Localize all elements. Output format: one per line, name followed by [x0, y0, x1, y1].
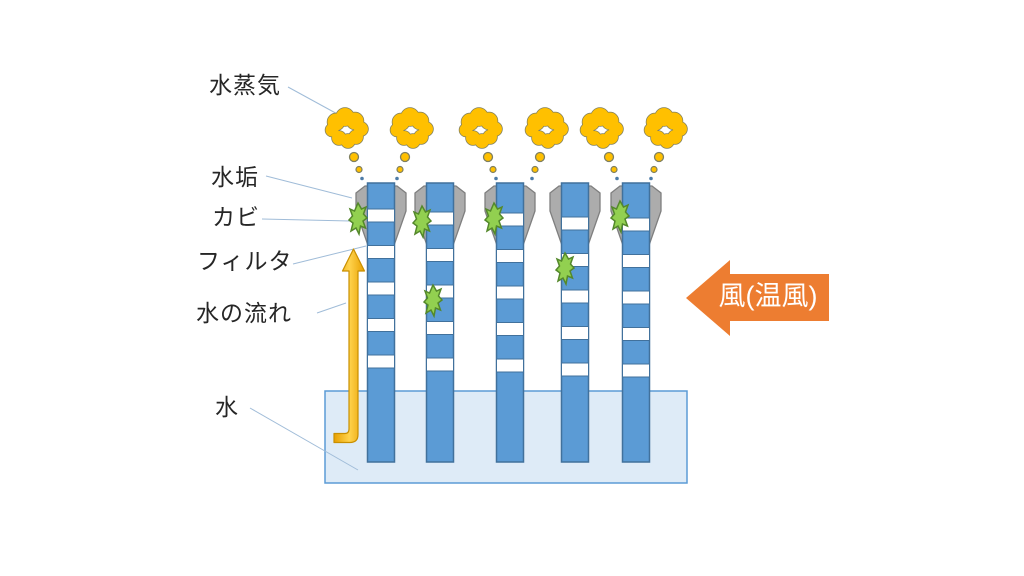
filter-stripe [496, 322, 524, 336]
steam-dot-tiny [530, 176, 534, 181]
mold-star [609, 199, 631, 235]
label-scale: 水垢 [211, 164, 259, 190]
steam-dot-tiny [615, 176, 619, 181]
filter-stripe [367, 318, 395, 332]
label-mold: カビ [212, 204, 260, 230]
wind-arrow [686, 260, 829, 336]
cloud-lobe-fill [325, 123, 339, 137]
leader-line [265, 175, 353, 199]
filter-stripe [561, 216, 589, 231]
mold-star [422, 283, 444, 319]
filter-stripe [561, 289, 589, 304]
filter-stripe [561, 362, 589, 377]
mold-star [347, 201, 369, 237]
leader-line [249, 407, 359, 471]
filter-stripe [367, 354, 395, 369]
filter-stripe [496, 249, 524, 263]
cloud-lobe-fill [525, 123, 539, 137]
mold-star [554, 251, 576, 287]
filter-stripe [367, 208, 395, 223]
label-water-flow: 水の流れ [196, 300, 292, 326]
filter-stripe [496, 285, 524, 300]
mold-star [411, 204, 433, 240]
steam-dot-tiny [649, 176, 653, 181]
filter-stripe [561, 326, 589, 340]
filter-stripe [622, 327, 650, 341]
filter-stripe [426, 248, 454, 262]
filter-stripe [426, 211, 454, 226]
steam-cloud [643, 107, 688, 181]
leader-line [261, 218, 351, 222]
mold-star [483, 201, 505, 237]
leader-line [316, 302, 347, 314]
steam-dot-small [531, 165, 539, 174]
steam-dot-large [603, 151, 615, 163]
cloud-lobe-fill [459, 123, 473, 137]
steam-dot-large [482, 151, 494, 163]
cloud-lobe-fill [580, 123, 594, 137]
label-filter: フィルタ [197, 248, 293, 274]
steam-dot-small [355, 165, 363, 174]
filter-stripe [426, 357, 454, 372]
steam-cloud [579, 107, 624, 181]
steam-dot-large [653, 151, 665, 163]
filter-stripe [622, 363, 650, 378]
steam-dot-small [489, 165, 497, 174]
label-water-vapor: 水蒸気 [209, 72, 281, 98]
steam-dot-tiny [494, 176, 498, 181]
steam-dot-large [348, 151, 360, 163]
leader-line [287, 86, 342, 117]
steam-cloud [458, 107, 503, 181]
steam-cloud [524, 107, 569, 181]
steam-dot-small [650, 165, 658, 174]
steam-cloud [389, 107, 434, 181]
filter-stripe [622, 254, 650, 268]
cloud-lobe-fill [390, 123, 404, 137]
steam-dot-large [534, 151, 546, 163]
filter-stripe [367, 281, 395, 296]
steam-cloud [324, 107, 369, 181]
filter-stripe [622, 290, 650, 305]
steam-dot-large [399, 151, 411, 163]
steam-dot-small [610, 165, 618, 174]
filter-stripe [426, 321, 454, 335]
filter-stripe [367, 245, 395, 259]
cloud-lobe-fill [644, 123, 658, 137]
label-water: 水 [215, 394, 239, 420]
water-flow-arrow [333, 248, 366, 444]
label-wind: 風(温風) [718, 281, 818, 311]
steam-dot-tiny [395, 176, 399, 181]
steam-dot-small [396, 165, 404, 174]
filter-stripe [496, 358, 524, 373]
steam-dot-tiny [360, 176, 364, 181]
